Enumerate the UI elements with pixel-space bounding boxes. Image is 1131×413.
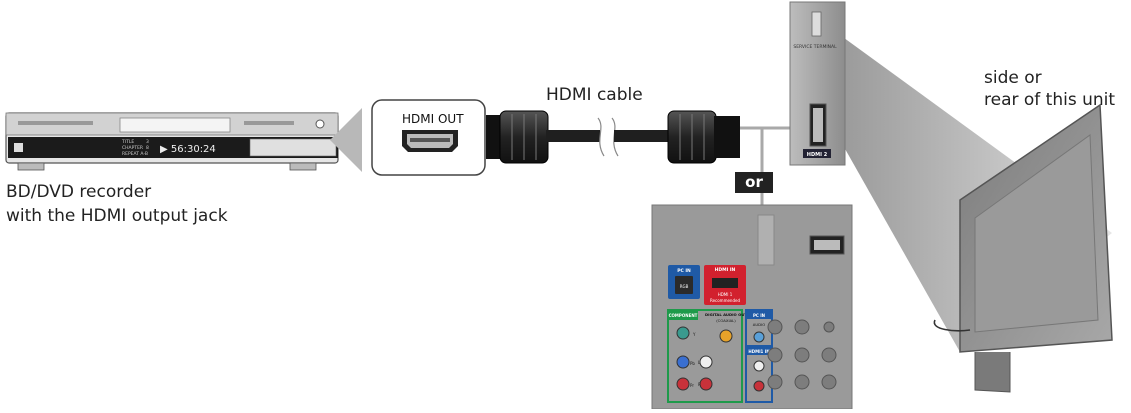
cable-wire-left [546,130,600,142]
recorder-label-line2: with the HDMI output jack [6,206,228,226]
or-badge: or [735,172,773,193]
rgb-label: RGB [680,284,689,289]
display-repeat: REPEAT A-B [122,151,148,157]
audio-label: AUDIO [753,322,765,327]
r-label: R [698,382,701,387]
tv-side-panel: SERVICE TERMINAL HDMI 2 [789,1,846,166]
tv-cord [933,319,971,332]
disc-tray [119,117,231,133]
recorder-foot [289,162,317,171]
component-box [667,309,743,403]
unit-label-line2: rear of this unit [984,90,1116,110]
unit-label-line1: side or [984,68,1042,88]
display-title: TITLE [121,139,134,145]
pc-in-audio-label: PC IN [753,313,765,318]
pb-label: Pb [690,361,695,366]
display-title-number: 3 [146,139,149,145]
display-chapter-number: 8 [146,145,149,151]
bd-dvd-recorder: TITLE CHAPTER REPEAT A-B 3 8 ▶ 56:30:24 [5,112,339,171]
cable-wire-right [614,130,670,142]
tv-stand [974,352,1011,393]
hdmi-2-label: HDMI 2 [807,152,828,158]
recorder-label-line1: BD/DVD recorder [6,182,152,202]
service-terminal-port [811,11,822,37]
coaxial-label: (COAXIAL) [716,318,736,323]
hdmi-cable [486,110,740,164]
extra-jacks [767,319,837,390]
component-label: COMPONENT [669,313,698,318]
unit-label: side or rear of this unit [984,67,1115,111]
hdmi-out-zoom [371,99,486,176]
digital-audio-out-label: DIGITAL AUDIO OUT [705,312,747,317]
hdmi1-in-label: HDMI1 IN [748,349,769,354]
service-terminal-label: SERVICE TERMINAL [793,44,837,50]
vga-port [757,214,775,266]
l-label: L [698,360,701,365]
recorder-foot [17,162,45,171]
tv-body [933,103,1113,393]
pr-label: Pr [690,383,694,388]
hdmi-in-label: HDMI IN [715,267,736,273]
power-button-icon [315,119,325,129]
hdmi-cable-label: HDMI cable [546,85,643,105]
recorder-label: BD/DVD recorder with the HDMI output jac… [6,180,228,228]
hdmi-2-badge [803,149,831,158]
display-chapter: CHAPTER [122,145,143,151]
hdmi-out-label: HDMI OUT [402,112,464,126]
hdmi-1-label: HDMI 1 [718,292,733,297]
pc-in-label: PC IN [677,268,691,274]
zoom-pointer [330,108,362,172]
rear-input-panel: PC IN RGB HDMI IN HDMI 1 Recommended COM… [651,204,853,410]
cable-break-mark [597,117,605,157]
display-time: ▶ 56:30:24 [160,144,216,155]
recommended-label: Recommended [710,298,740,303]
y-label: Y [692,332,696,337]
